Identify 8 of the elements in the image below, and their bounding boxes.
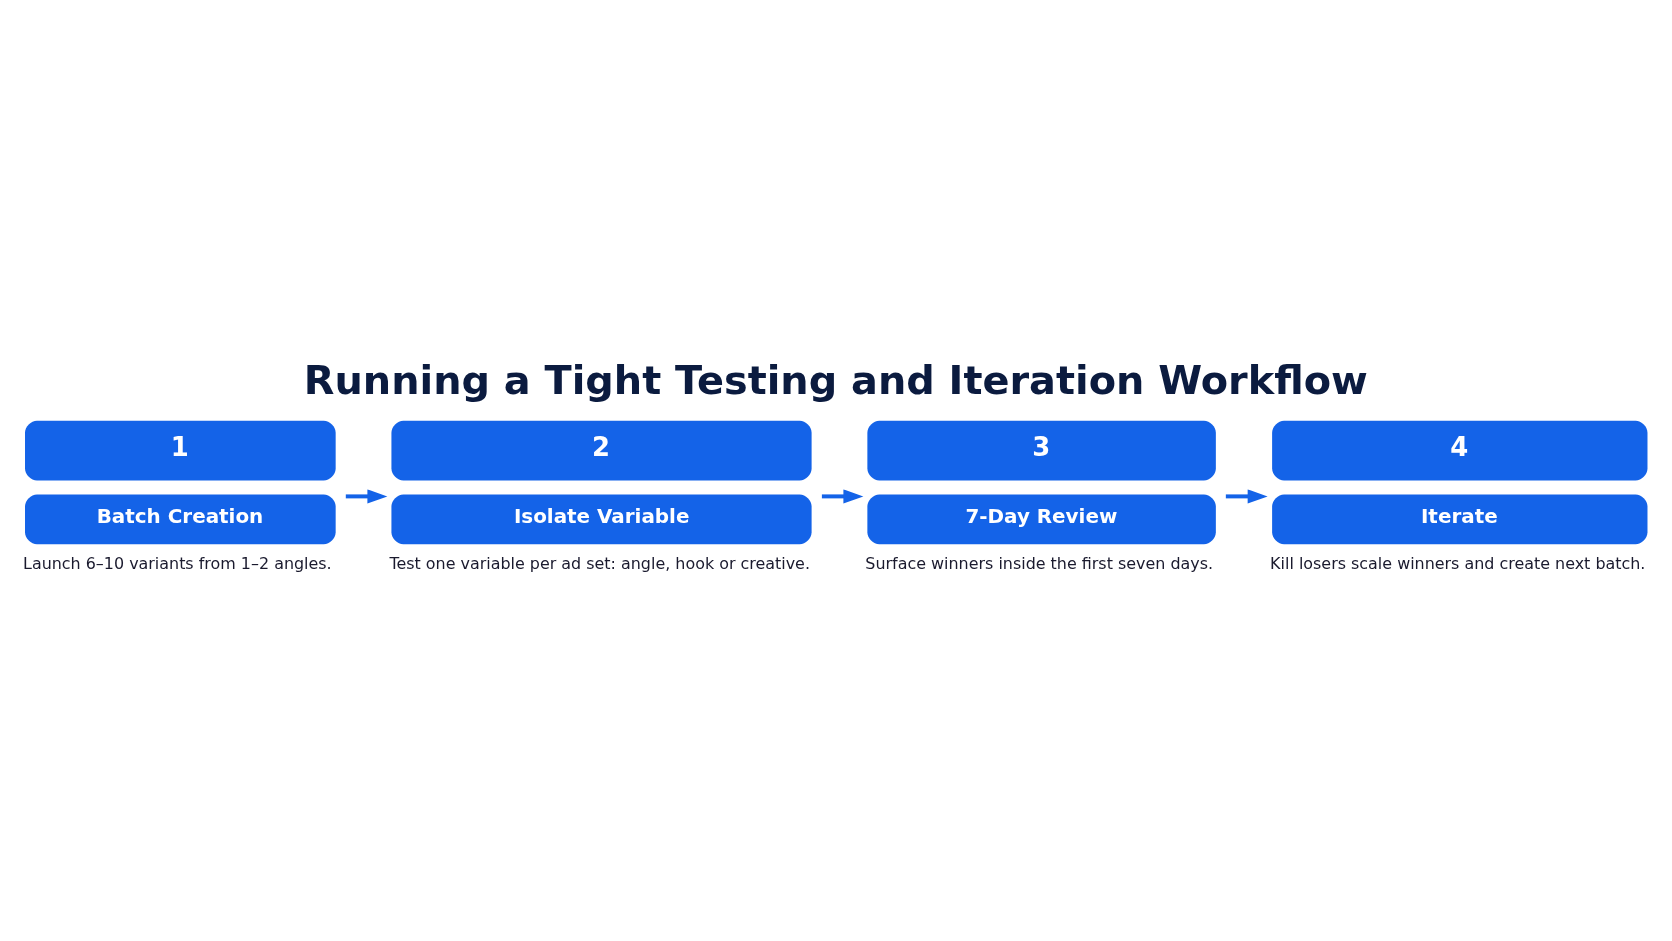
node-label: Launch 6–10 variants from 1–2 angles. xyxy=(23,553,332,573)
diagram-title: Running a Tight Testing and Iteration Workflow xyxy=(303,356,1368,403)
arrow xyxy=(345,489,388,504)
node-label: Surface winners inside the first seven days. xyxy=(865,553,1214,573)
node-label: Kill losers scale winners and create next batch. xyxy=(1270,553,1646,573)
node-label: Test one variable per ad set: angle, hook or creative. xyxy=(389,553,810,573)
arrow xyxy=(1225,489,1268,504)
arrow xyxy=(821,489,864,504)
